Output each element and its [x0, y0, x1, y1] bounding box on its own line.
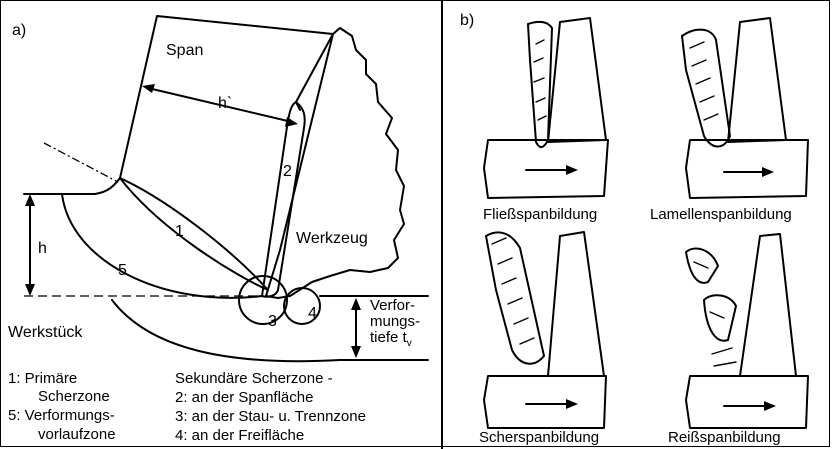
shear-chip-drawing: [484, 232, 606, 428]
legend-secondary-title: Sekundäre Scherzone -: [175, 370, 333, 387]
chip-type-tear: Reißspanbildung: [668, 429, 781, 446]
legend-secondary-2: 2: an der Spanfläche: [175, 389, 313, 406]
legend-secondary-3: 3: an der Stau- u. Trennzone: [175, 408, 366, 425]
chip-thickness-label: h`: [218, 95, 232, 112]
zone-5-label: 5: [118, 262, 127, 279]
depth-label: h: [38, 240, 47, 257]
legend-primary-1: 1: Primäre: [8, 370, 77, 387]
zone-3-label: 3: [268, 313, 277, 330]
zone-1-label: 1: [175, 223, 184, 240]
tear-chip-drawing: [686, 234, 808, 428]
zone-2-label: 2: [283, 163, 292, 180]
legend-secondary-4: 4: an der Freifläche: [175, 427, 304, 444]
zone-4-label: 4: [308, 305, 317, 322]
workpiece-label: Werkstück: [8, 324, 82, 341]
deformation-depth-label-1: Verfor-: [370, 297, 415, 314]
deformation-depth-subscript: v: [407, 338, 412, 349]
lamellar-chip-drawing: [682, 18, 808, 198]
legend-primary-2: Scherzone: [38, 388, 110, 405]
deformation-depth-label-3: tiefe tv: [370, 329, 412, 352]
chip-type-shear: Scherspanbildung: [479, 429, 599, 446]
panel-b-label: b): [460, 12, 474, 29]
deformation-depth-label-2: mungs-: [370, 313, 420, 330]
panel-a-label: a): [12, 22, 26, 39]
chip-label: Span: [166, 42, 203, 59]
chip-type-flow: Fließspanbildung: [483, 206, 597, 223]
legend-prezone-2: vorlaufzone: [38, 426, 116, 443]
tool-label: Werkzeug: [296, 230, 368, 247]
legend-prezone-1: 5: Verformungs-: [8, 407, 115, 424]
chip-type-lamellar: Lamellenspanbildung: [650, 206, 792, 223]
flow-chip-drawing: [484, 18, 608, 198]
